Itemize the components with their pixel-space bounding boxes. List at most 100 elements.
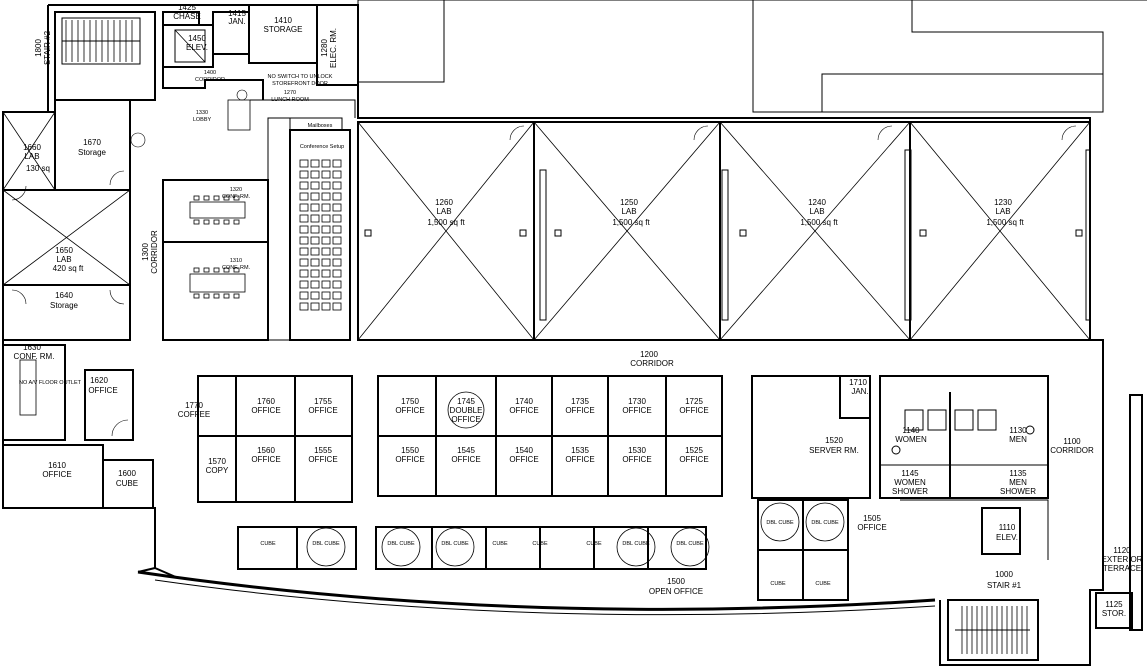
room-1260-number: 1260 bbox=[435, 198, 453, 207]
room-1770-number: 1770 bbox=[185, 401, 203, 410]
seat bbox=[299, 247, 309, 256]
room-1120-name: EXTERIOR bbox=[1102, 555, 1143, 564]
room-1620-name: OFFICE bbox=[88, 386, 117, 395]
seat bbox=[299, 258, 309, 267]
room-1650-name: LAB bbox=[56, 255, 71, 264]
north-core bbox=[54, 4, 359, 148]
room-1710-number: 1710 bbox=[849, 378, 867, 387]
room-1135-name2: SHOWER bbox=[1000, 487, 1036, 496]
room-1320-number: 1320 bbox=[230, 187, 242, 193]
seat bbox=[332, 159, 342, 168]
room-1135-number: 1135 bbox=[1009, 469, 1027, 478]
room-1550-number: 1550 bbox=[401, 446, 419, 455]
seat bbox=[321, 203, 331, 212]
chairs-1310 bbox=[193, 267, 240, 299]
central-office-block bbox=[197, 375, 723, 503]
room-1425-number: 1425 bbox=[178, 3, 196, 12]
room-1650-number: 1650 bbox=[55, 246, 73, 255]
seat bbox=[299, 236, 309, 245]
room-1560-name: OFFICE bbox=[251, 455, 280, 464]
room-1240-area: 1,500 sq ft bbox=[800, 218, 838, 227]
room-1600-number: 1600 bbox=[118, 469, 136, 478]
seat bbox=[321, 159, 331, 168]
note-no-switch: NO SWITCH TO UNLOCK bbox=[268, 74, 333, 80]
seat bbox=[310, 225, 320, 234]
room-1320-name: CONF. RM. bbox=[222, 194, 251, 200]
seat bbox=[299, 203, 309, 212]
room-1770-name: COFFEE bbox=[178, 410, 210, 419]
room-1505-number: 1505 bbox=[863, 514, 881, 523]
seat bbox=[299, 269, 309, 278]
room-1230-area: 1,500 sq ft bbox=[986, 218, 1024, 227]
note-storefront-door: STOREFRONT DOOR bbox=[272, 81, 328, 87]
room-1250-name: LAB bbox=[621, 207, 636, 216]
room-1200-name: CORRIDOR bbox=[630, 359, 674, 368]
room-1750-name: OFFICE bbox=[395, 406, 424, 415]
seat bbox=[321, 181, 331, 190]
room-1140-number: 1140 bbox=[902, 426, 920, 435]
room-1110-number: 1110 bbox=[999, 523, 1016, 532]
room-1670-name: Storage bbox=[78, 148, 107, 157]
room-1410-number: 1410 bbox=[274, 16, 292, 25]
seat bbox=[310, 302, 320, 311]
room-1135-name: MEN bbox=[1009, 478, 1027, 487]
room-1400-number: 1400 bbox=[204, 70, 216, 76]
room-1630-name: CONF. RM. bbox=[14, 352, 55, 361]
room-1400-name: CORRIDOR bbox=[195, 77, 225, 83]
room-1450-name: ELEV. bbox=[186, 43, 208, 52]
seat bbox=[332, 214, 342, 223]
note-mailboxes: Mailboxes bbox=[308, 123, 333, 129]
roof-outline bbox=[357, 0, 1147, 118]
seat bbox=[332, 192, 342, 201]
room-1145-name: WOMEN bbox=[894, 478, 926, 487]
dbl-cube-label: DBL CUBE bbox=[312, 541, 340, 547]
room-1760-number: 1760 bbox=[257, 397, 275, 406]
room-1550-name: OFFICE bbox=[395, 455, 424, 464]
room-1660-number: 1660 bbox=[23, 143, 41, 152]
room-1100-name: CORRIDOR bbox=[1050, 446, 1094, 455]
seat bbox=[299, 302, 309, 311]
seat bbox=[299, 214, 309, 223]
room-1130-number: 1130 bbox=[1009, 426, 1027, 435]
room-1120-name2: TERRACE bbox=[1103, 564, 1141, 573]
seat bbox=[332, 203, 342, 212]
note-conference-setup: Conference Setup bbox=[300, 144, 344, 150]
room-1740-number: 1740 bbox=[515, 397, 533, 406]
stair-2 bbox=[61, 17, 141, 65]
labs-east bbox=[357, 121, 1091, 341]
room-1570-number: 1570 bbox=[208, 457, 226, 466]
chairs-1320 bbox=[193, 195, 240, 225]
dbl-cube-label: DBL CUBE bbox=[387, 541, 415, 547]
room-1620-number: 1620 bbox=[90, 376, 108, 385]
room-1140-name: WOMEN bbox=[895, 435, 927, 444]
conference-block bbox=[162, 117, 291, 341]
room-1525-name: OFFICE bbox=[679, 455, 708, 464]
room-1640-number: 1640 bbox=[55, 291, 73, 300]
room-1570-name: COPY bbox=[206, 466, 229, 475]
room-1260-area: 1,500 sq ft bbox=[427, 218, 465, 227]
room-1310-name: CONF. RM. bbox=[222, 265, 251, 271]
room-1610-name: OFFICE bbox=[42, 470, 71, 479]
seat bbox=[310, 269, 320, 278]
room-1240-name: LAB bbox=[809, 207, 824, 216]
cube-label: CUBE bbox=[815, 581, 831, 587]
seat bbox=[321, 269, 331, 278]
seat bbox=[310, 291, 320, 300]
cube-label: CUBE bbox=[770, 581, 786, 587]
seat bbox=[299, 159, 309, 168]
room-1280-name: ELEC. RM. bbox=[329, 28, 338, 68]
seat bbox=[299, 280, 309, 289]
open-office-cubes bbox=[237, 499, 849, 601]
dbl-cube-label: DBL CUBE bbox=[766, 520, 794, 526]
room-1410-name: STORAGE bbox=[264, 25, 303, 34]
room-1670-number: 1670 bbox=[83, 138, 101, 147]
room-1145-number: 1145 bbox=[901, 469, 919, 478]
room-1730-number: 1730 bbox=[628, 397, 646, 406]
room-1520-name: SERVER RM. bbox=[809, 446, 859, 455]
room-1530-name: OFFICE bbox=[622, 455, 651, 464]
seat bbox=[321, 280, 331, 289]
room-1530-number: 1530 bbox=[628, 446, 646, 455]
room-1100-number: 1100 bbox=[1063, 437, 1081, 446]
room-1200-number: 1200 bbox=[640, 350, 658, 359]
